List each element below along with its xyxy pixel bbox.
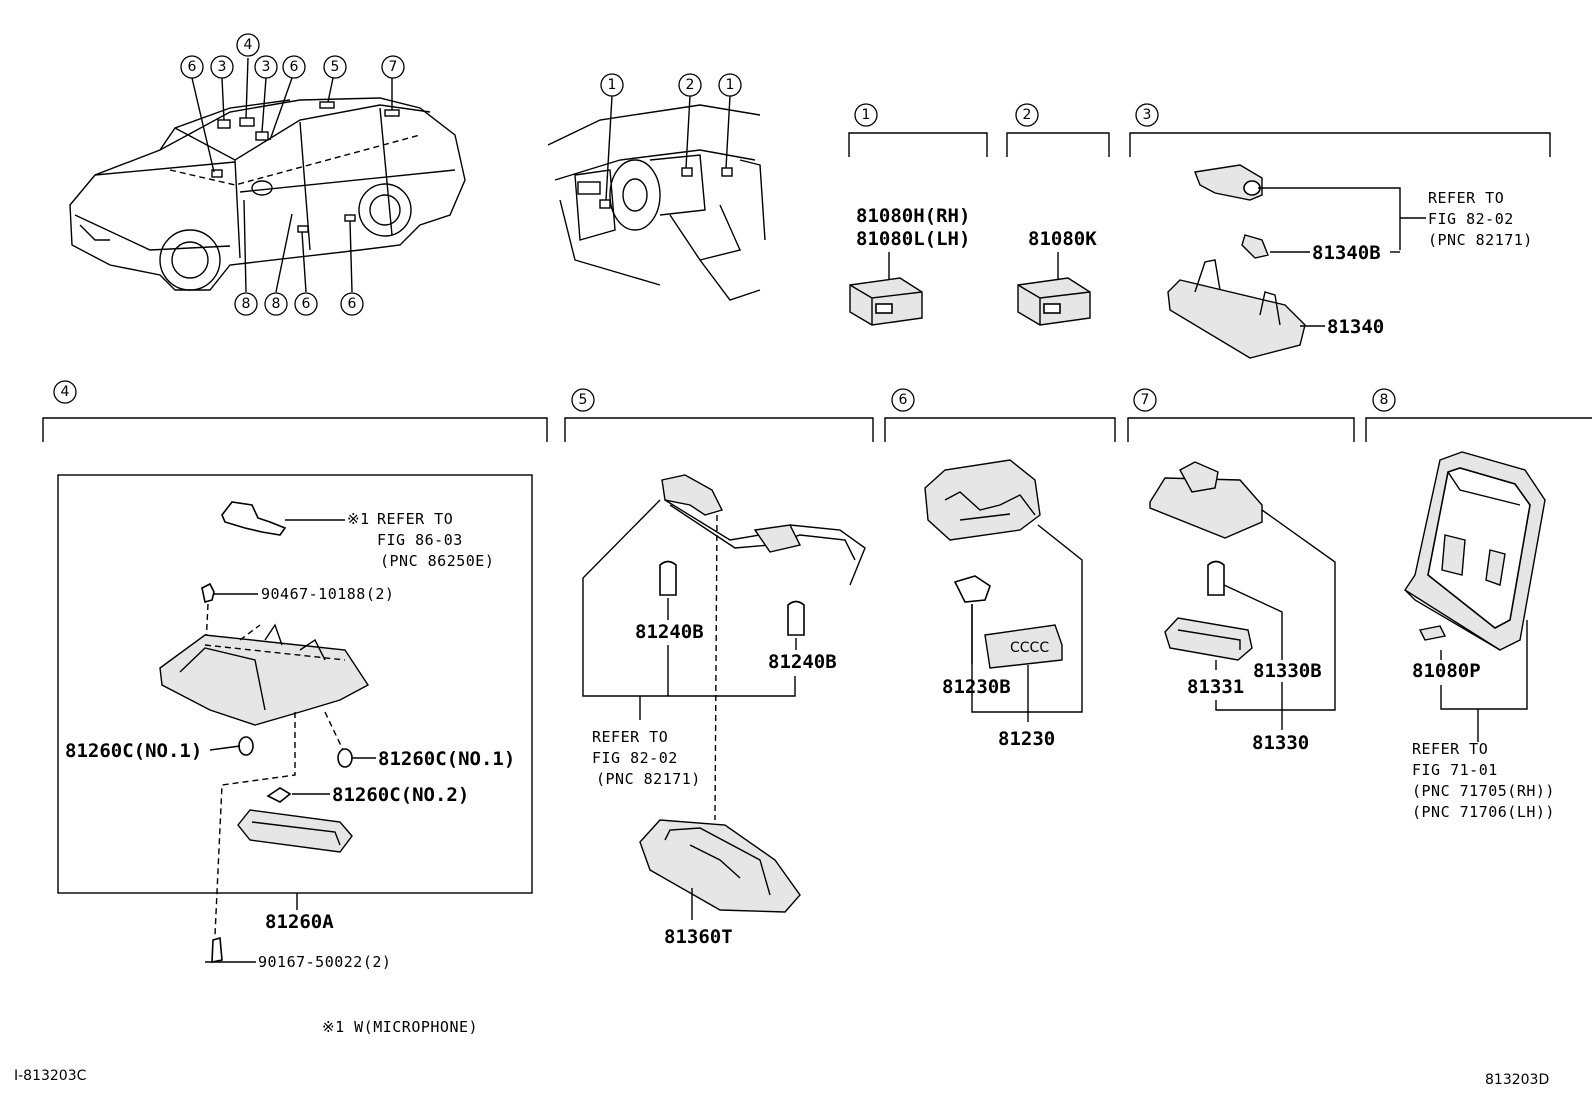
- callout-circle: 8: [264, 292, 288, 316]
- callout-circle: 1: [854, 103, 878, 127]
- svg-text:5: 5: [331, 59, 340, 75]
- note-mark: ※1: [347, 510, 370, 528]
- callout-circle: 6: [891, 388, 915, 412]
- section-3: 3 81340B REFER TO FIG 82-02 (PNC 82171) …: [1129, 103, 1551, 359]
- callout-circle: 3: [1135, 103, 1159, 127]
- callout-circle: 3: [210, 55, 234, 79]
- callout-circle: 8: [234, 292, 258, 316]
- section-6: 6 81230B CCCC 81230: [884, 388, 1116, 750]
- part-number-90167: 90167-50022(2): [258, 953, 391, 971]
- svg-text:5: 5: [579, 392, 588, 408]
- svg-text:2: 2: [1023, 107, 1032, 123]
- part-number-81080p: 81080P: [1412, 660, 1481, 682]
- callout-circle: 2: [678, 73, 702, 97]
- callout-circle: 1: [718, 73, 742, 97]
- part-number-81260c-left: 81260C(NO.1): [65, 740, 202, 762]
- svg-text:1: 1: [862, 107, 871, 123]
- illustration-code-right: 813203D: [1485, 1072, 1549, 1088]
- part-number-81340: 81340: [1327, 316, 1384, 338]
- callout-circle: 6: [180, 55, 204, 79]
- section-7: 7 81330B 81331 81330: [1127, 388, 1355, 754]
- part-number-81340b: 81340B: [1312, 242, 1381, 264]
- refer-to: REFER TO: [592, 728, 668, 746]
- part-number-81230b: 81230B: [942, 676, 1011, 698]
- svg-text:2: 2: [686, 77, 695, 93]
- svg-text:6: 6: [899, 392, 908, 408]
- car-callouts: 6 3 4 3 6 5 7 8 8 6 6: [180, 33, 405, 316]
- contact-marks: CCCC: [1010, 640, 1049, 656]
- refer-pnc-lh: (PNC 71706(LH)): [1412, 803, 1555, 821]
- part-number-81360t: 81360T: [664, 926, 733, 948]
- callout-circle: 5: [323, 55, 347, 79]
- refer-pnc: (PNC 86250E): [380, 552, 494, 570]
- section-5: 5 81240B 81240B REFER TO FIG 82-02 (PNC …: [564, 388, 874, 948]
- svg-text:4: 4: [244, 37, 253, 53]
- dashboard-callouts: 1 2 1: [600, 73, 742, 97]
- illustration-code-left: I-813203C: [14, 1068, 87, 1084]
- svg-text:4: 4: [61, 384, 70, 400]
- part-number-90467: 90467-10188(2): [261, 585, 394, 603]
- part-number-81080l: 81080L(LH): [856, 228, 970, 250]
- callout-circle: 2: [1015, 103, 1039, 127]
- refer-pnc: (PNC 82171): [1428, 231, 1533, 249]
- svg-text:1: 1: [608, 77, 617, 93]
- svg-text:8: 8: [1380, 392, 1389, 408]
- section-1: 1 81080H(RH) 81080L(LH): [848, 103, 988, 326]
- callout-circle: 7: [381, 55, 405, 79]
- callout-circle: 5: [571, 388, 595, 412]
- part-number-81260a: 81260A: [265, 911, 334, 933]
- refer-pnc-rh: (PNC 71705(RH)): [1412, 782, 1555, 800]
- callout-circle: 1: [600, 73, 624, 97]
- svg-text:1: 1: [726, 77, 735, 93]
- refer-fig: FIG 71-01: [1412, 761, 1498, 779]
- callout-circle: 3: [254, 55, 278, 79]
- part-number-81080k: 81080K: [1028, 228, 1097, 250]
- callout-circle: 4: [53, 380, 77, 404]
- svg-text:3: 3: [1143, 107, 1152, 123]
- refer-to: REFER TO: [377, 510, 453, 528]
- svg-text:8: 8: [242, 296, 251, 312]
- refer-fig: FIG 82-02: [1428, 210, 1514, 228]
- callout-circle: 7: [1133, 388, 1157, 412]
- part-number-81260c-right: 81260C(NO.1): [378, 748, 515, 770]
- footnote: ※1 W(MICROPHONE): [322, 1018, 478, 1036]
- section-4: 4 ※1 REFER TO FIG 86-03 (PNC 86250E) 904…: [42, 380, 548, 971]
- svg-text:6: 6: [290, 59, 299, 75]
- refer-to: REFER TO: [1428, 189, 1504, 207]
- svg-text:3: 3: [262, 59, 271, 75]
- svg-text:6: 6: [188, 59, 197, 75]
- car-illustration: [69, 57, 466, 293]
- part-number-81330b: 81330B: [1253, 660, 1322, 682]
- part-number-81331: 81331: [1187, 676, 1244, 698]
- svg-text:7: 7: [1141, 392, 1150, 408]
- part-number-81330: 81330: [1252, 732, 1309, 754]
- dashboard-illustration: [547, 95, 766, 301]
- refer-pnc: (PNC 82171): [596, 770, 701, 788]
- section-8: 8 81080P REFER TO FIG 71-01 (PNC 71705(R…: [1365, 388, 1592, 821]
- svg-text:3: 3: [218, 59, 227, 75]
- svg-text:6: 6: [302, 296, 311, 312]
- callout-circle: 6: [340, 292, 364, 316]
- section-2: 2 81080K: [1006, 103, 1110, 326]
- callout-circle: 6: [282, 55, 306, 79]
- refer-to: REFER TO: [1412, 740, 1488, 758]
- part-number-81240b-a: 81240B: [635, 621, 704, 643]
- callout-circle: 8: [1372, 388, 1396, 412]
- part-number-81080h: 81080H(RH): [856, 205, 970, 227]
- callout-circle: 6: [294, 292, 318, 316]
- refer-fig: FIG 86-03: [377, 531, 463, 549]
- svg-text:8: 8: [272, 296, 281, 312]
- callout-circle: 4: [236, 33, 260, 57]
- part-number-81240b-b: 81240B: [768, 651, 837, 673]
- svg-text:7: 7: [389, 59, 398, 75]
- refer-fig: FIG 82-02: [592, 749, 678, 767]
- svg-text:6: 6: [348, 296, 357, 312]
- part-number-81260c-no2: 81260C(NO.2): [332, 784, 469, 806]
- part-number-81230: 81230: [998, 728, 1055, 750]
